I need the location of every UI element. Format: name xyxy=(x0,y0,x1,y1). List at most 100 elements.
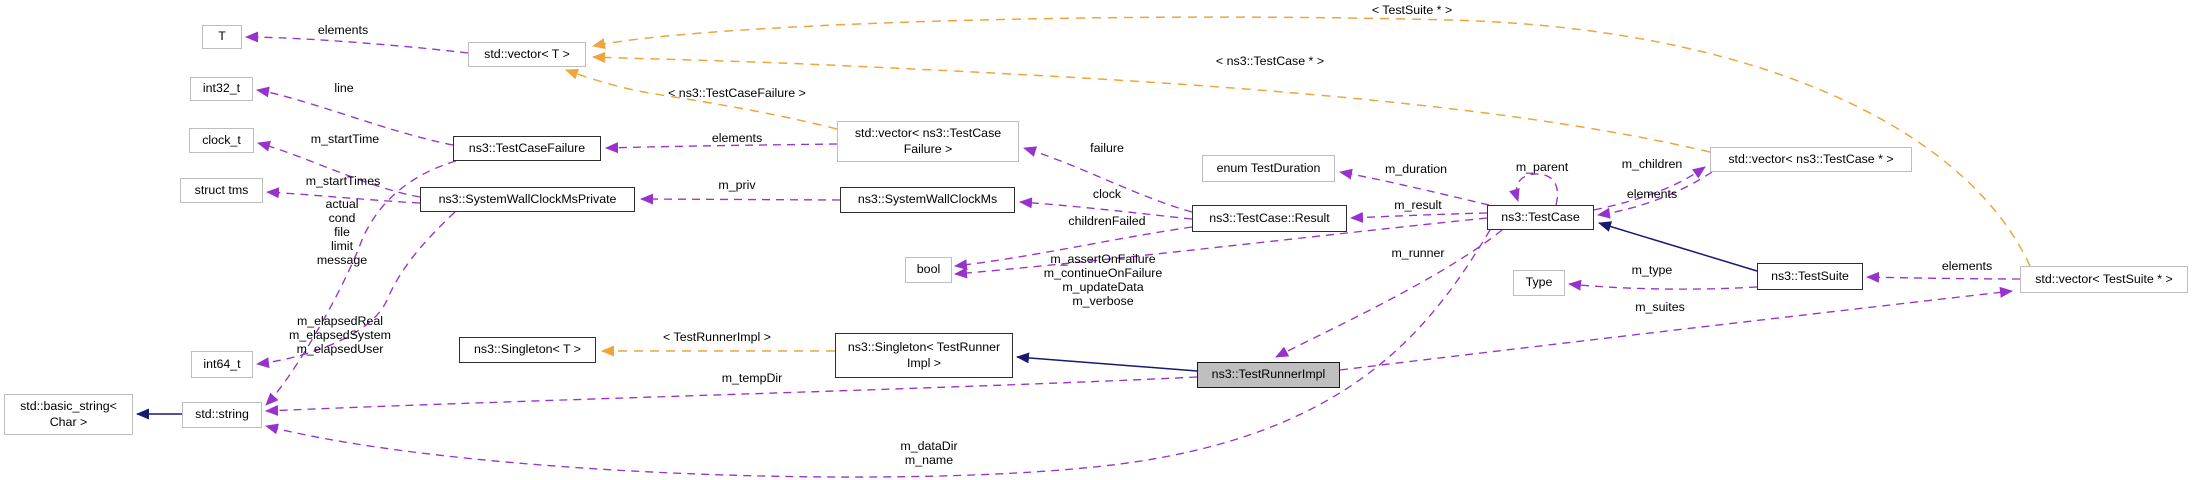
edge-label-m-tempdir: m_tempDir xyxy=(722,371,783,385)
class-node-systemwallclockmsprivate[interactable]: ns3::SystemWallClockMsPrivate xyxy=(420,187,635,212)
class-node-label: ns3::TestCaseFailure xyxy=(468,140,586,155)
class-node-testrunnerimpl[interactable]: ns3::TestRunnerImpl xyxy=(1197,362,1340,388)
class-node-int32-t[interactable]: int32_t xyxy=(190,77,253,101)
edge-m-suites xyxy=(1339,286,2013,371)
class-node-enum-testduration[interactable]: enum TestDuration xyxy=(1202,155,1335,182)
edge-bool-flags xyxy=(954,217,1488,279)
class-node-testsuite[interactable]: ns3::TestSuite xyxy=(1757,263,1863,290)
class-node-label: ns3::SystemWallClockMsPrivate xyxy=(438,191,617,206)
class-node-vector-testcase-ptr[interactable]: std::vector< ns3::TestCase * > xyxy=(1710,147,1912,172)
class-node-label: ns3::TestCase xyxy=(1501,209,1580,224)
edge-label-tmpl-testcasefailure: < ns3::TestCaseFailure > xyxy=(668,86,806,100)
class-node-label: std::vector< TestSuite * > xyxy=(2035,271,2173,286)
edge-label-line: m_verbose xyxy=(1072,294,1134,309)
class-node-label: Failure > xyxy=(903,141,953,156)
edge-label-elements-tc: elements xyxy=(1627,187,1677,201)
class-node-label: Type xyxy=(1525,275,1553,290)
class-node-label: ns3::TestRunnerImpl xyxy=(1211,367,1326,382)
edge-label-line: message xyxy=(316,253,368,268)
edge-elements-ts xyxy=(1866,271,2021,283)
edge-label-line: m_elapsedUser xyxy=(296,342,384,357)
edge-label-line: m_runner xyxy=(1391,246,1445,260)
class-node-label: clock_t xyxy=(202,132,241,147)
edge-elements-t xyxy=(245,31,469,54)
edge-label-line: limit xyxy=(330,239,354,254)
edge-label-line: elements xyxy=(1626,187,1678,201)
edge-label-elements-ts: elements xyxy=(1942,259,1992,273)
class-node-bool[interactable]: bool xyxy=(905,257,952,283)
edge-tcf-strings xyxy=(265,160,457,406)
edge-label-line: m_result xyxy=(1394,198,1442,212)
edge-label-line: m_parent xyxy=(1515,160,1569,174)
edge-label-line: actual xyxy=(325,197,359,211)
class-node-label: bool xyxy=(916,262,941,277)
class-node-testcase[interactable]: ns3::TestCase xyxy=(1487,205,1594,230)
edge-m-tempdir xyxy=(265,376,1198,416)
class-node-int64-t[interactable]: int64_t xyxy=(191,351,253,378)
edge-label-m-parent: m_parent xyxy=(1516,160,1568,174)
edge-label-m-suites: m_suites xyxy=(1635,300,1685,314)
edge-label-line: m_suites xyxy=(1635,300,1685,314)
edge-m-runner xyxy=(1275,229,1503,358)
edge-label-tmpl-testcase-ptr: < ns3::TestCase * > xyxy=(1216,54,1324,68)
class-node-struct-tms[interactable]: struct tms xyxy=(180,178,263,203)
class-node-label: std::string xyxy=(195,407,249,422)
class-node-basic-string[interactable]: std::basic_string<Char > xyxy=(4,394,133,435)
class-node-label: ns3::SystemWallClockMs xyxy=(857,192,998,207)
class-node-label: int64_t xyxy=(203,356,241,371)
edge-label-line: m_continueOnFailure xyxy=(1043,266,1163,281)
class-node-type[interactable]: Type xyxy=(1513,270,1565,296)
class-node-label: struct tms xyxy=(194,182,249,197)
edge-m-children xyxy=(1593,166,1706,211)
edge-label-m-duration: m_duration xyxy=(1385,162,1447,176)
edge-elapsed xyxy=(256,211,456,369)
class-node-label: Char > xyxy=(49,414,88,429)
class-node-vector-t[interactable]: std::vector< T > xyxy=(468,42,586,67)
class-node-vector-testsuite-ptr[interactable]: std::vector< TestSuite * > xyxy=(2020,266,2188,293)
edge-label-tmpl-testrunnerimpl: < TestRunnerImpl > xyxy=(663,330,771,344)
edge-label-failure: failure xyxy=(1090,141,1124,155)
class-node-label: Impl > xyxy=(906,355,942,370)
edge-label-childrenfailed: childrenFailed xyxy=(1068,214,1145,228)
class-node-t[interactable]: T xyxy=(202,25,242,49)
edge-label-elements-vt: elements xyxy=(318,23,368,37)
class-node-testcase-result[interactable]: ns3::TestCase::Result xyxy=(1192,205,1347,232)
edge-label-line: elements xyxy=(1941,259,1993,273)
edge-label-line: m_duration xyxy=(1385,162,1447,176)
class-node-systemwallclockms[interactable]: ns3::SystemWallClockMs xyxy=(840,187,1015,213)
edge-label-line: m_assertOnFailure xyxy=(1050,252,1156,266)
edge-label-line: m_startTime xyxy=(310,132,380,146)
edge-label-elements-tcf: elements xyxy=(712,131,762,145)
class-node-testcasefailure[interactable]: ns3::TestCaseFailure xyxy=(453,136,601,161)
edge-label-line: m_dataDir xyxy=(900,439,958,453)
edge-label-line: m_priv xyxy=(718,178,756,192)
edge-label-line: < TestSuite * > xyxy=(1371,3,1453,17)
edge-label-line: < TestRunnerImpl > xyxy=(663,330,771,344)
edge-label-m-priv: m_priv xyxy=(718,178,755,192)
class-node-std-string[interactable]: std::string xyxy=(182,402,262,428)
edge-label-line: < ns3::TestCase * > xyxy=(1215,54,1325,68)
edge-m-starttimes xyxy=(266,187,421,204)
edge-m-datadir xyxy=(265,229,1491,478)
edge-label-m-result: m_result xyxy=(1394,198,1442,212)
class-node-label: std::vector< ns3::TestCase * > xyxy=(1728,151,1894,166)
edge-label-line: childrenFailed xyxy=(1068,214,1146,228)
class-node-label: ns3::TestSuite xyxy=(1771,268,1849,283)
class-node-label: enum TestDuration xyxy=(1216,160,1321,175)
class-node-label: int32_t xyxy=(202,81,241,96)
edge-m-type xyxy=(1568,279,1758,291)
class-node-clock-t[interactable]: clock_t xyxy=(189,128,254,153)
class-node-singleton-t[interactable]: ns3::Singleton< T > xyxy=(459,337,596,363)
class-node-label: ns3::Singleton< T > xyxy=(473,342,581,357)
edge-label-line: m_children xyxy=(1621,157,1683,171)
edge-label-line: < ns3::TestCaseFailure > xyxy=(668,86,806,100)
edge-label-m-runner: m_runner xyxy=(1391,246,1444,260)
